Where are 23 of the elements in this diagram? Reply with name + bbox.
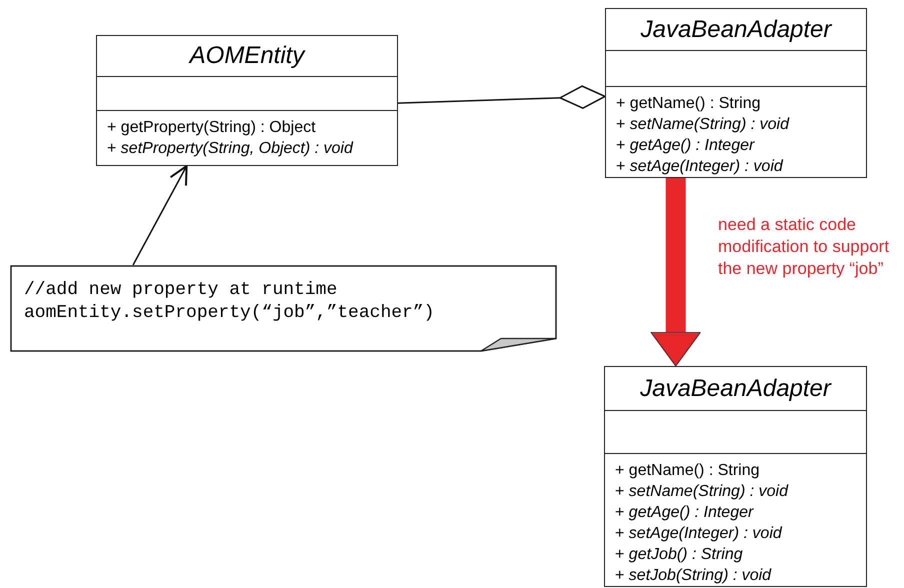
method-signature: + setName(String) : void bbox=[615, 482, 788, 502]
method-signature: + setAge(Integer) : void bbox=[615, 524, 782, 544]
method-signature: + getAge() : Integer bbox=[616, 136, 754, 156]
method-signature: + getJob() : String bbox=[615, 545, 743, 565]
method-signature: + getAge() : Integer bbox=[615, 503, 754, 523]
code-line: aomEntity.setProperty(“job”,”teacher”) bbox=[24, 302, 434, 325]
method-signature: + getName() : String bbox=[616, 94, 760, 114]
method-signature: + setName(String) : void bbox=[616, 115, 789, 135]
code-line: //add new property at runtime bbox=[24, 279, 338, 302]
class-box bbox=[605, 8, 867, 178]
method-signature: + getName() : String bbox=[615, 461, 760, 481]
class-name: JavaBeanAdapter bbox=[640, 16, 832, 44]
method-signature: + setProperty(String, Object) : void bbox=[107, 139, 353, 159]
block-arrow bbox=[650, 178, 702, 366]
class-box bbox=[604, 366, 867, 587]
class-name: JavaBeanAdapter bbox=[640, 374, 831, 403]
aggregation-line bbox=[398, 85, 606, 109]
method-signature: + setJob(String) : void bbox=[615, 566, 772, 586]
class-name: AOMEntity bbox=[190, 42, 304, 70]
arrow bbox=[132, 165, 188, 266]
method-signature: + setAge(Integer) : void bbox=[616, 157, 783, 177]
method-signature: + getProperty(String) : Object bbox=[107, 118, 316, 138]
class-box bbox=[96, 35, 398, 166]
